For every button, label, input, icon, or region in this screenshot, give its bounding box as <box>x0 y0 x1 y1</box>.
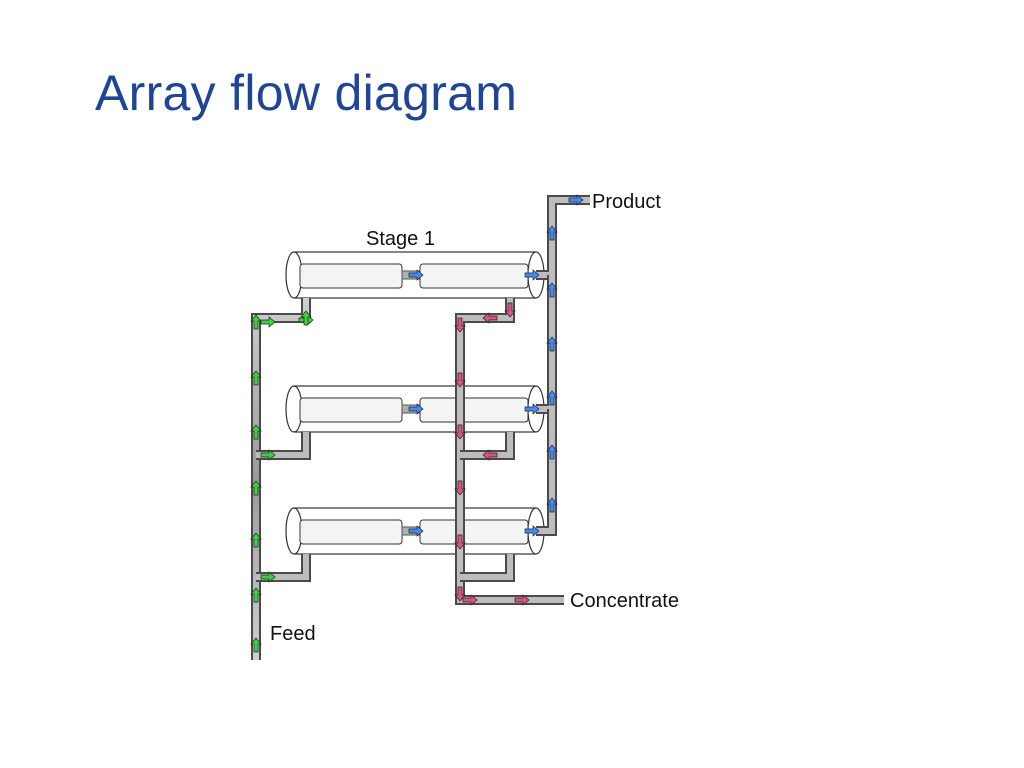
stage-label: Stage 1 <box>366 228 435 250</box>
permeate-flow-arrow <box>408 403 424 415</box>
pressure-vessel <box>285 507 545 555</box>
concentrate-flow-arrow <box>482 449 498 461</box>
feed-flow-arrow <box>250 637 262 653</box>
permeate-flow-arrow <box>524 403 540 415</box>
concentrate-flow-arrow <box>514 594 530 606</box>
feed-flow-arrow <box>250 587 262 603</box>
feed-flow-arrow <box>250 424 262 440</box>
slide-title: Array flow diagram <box>95 65 518 121</box>
flow-arrows <box>250 194 584 653</box>
permeate-flow-arrow <box>524 269 540 281</box>
permeate-flow-arrow <box>546 225 558 241</box>
permeate-flow-arrow <box>408 269 424 281</box>
concentrate-flow-arrow <box>454 372 466 388</box>
permeate-flow-arrow <box>546 497 558 513</box>
feed-flow-arrow <box>250 314 262 330</box>
product-pipe <box>536 195 590 536</box>
concentrate-flow-arrow <box>454 317 466 333</box>
permeate-flow-arrow <box>546 390 558 406</box>
permeate-flow-arrow <box>568 194 584 206</box>
feed-label: Feed <box>270 623 316 645</box>
concentrate-flow-arrow <box>454 424 466 440</box>
feed-pipe <box>251 298 311 660</box>
concentrate-flow-arrow <box>462 594 478 606</box>
permeate-flow-arrow <box>408 525 424 537</box>
permeate-flow-arrow <box>546 282 558 298</box>
concentrate-flow-arrow <box>454 480 466 496</box>
concentrate-flow-arrow <box>504 302 516 318</box>
concentrate-flow-arrow <box>454 586 466 602</box>
product-label: Product <box>592 191 661 213</box>
feed-flow-arrow <box>250 370 262 386</box>
permeate-flow-arrow <box>546 444 558 460</box>
permeate-flow-arrow <box>524 525 540 537</box>
feed-flow-arrow <box>300 310 312 326</box>
feed-flow-arrow <box>250 480 262 496</box>
concentrate-label: Concentrate <box>570 590 679 612</box>
feed-flow-arrow <box>260 316 276 328</box>
feed-flow-arrow <box>250 532 262 548</box>
concentrate-flow-arrow <box>482 312 498 324</box>
feed-flow-arrow <box>260 571 276 583</box>
permeate-flow-arrow <box>546 336 558 352</box>
concentrate-flow-arrow <box>454 534 466 550</box>
feed-flow-arrow <box>260 449 276 461</box>
